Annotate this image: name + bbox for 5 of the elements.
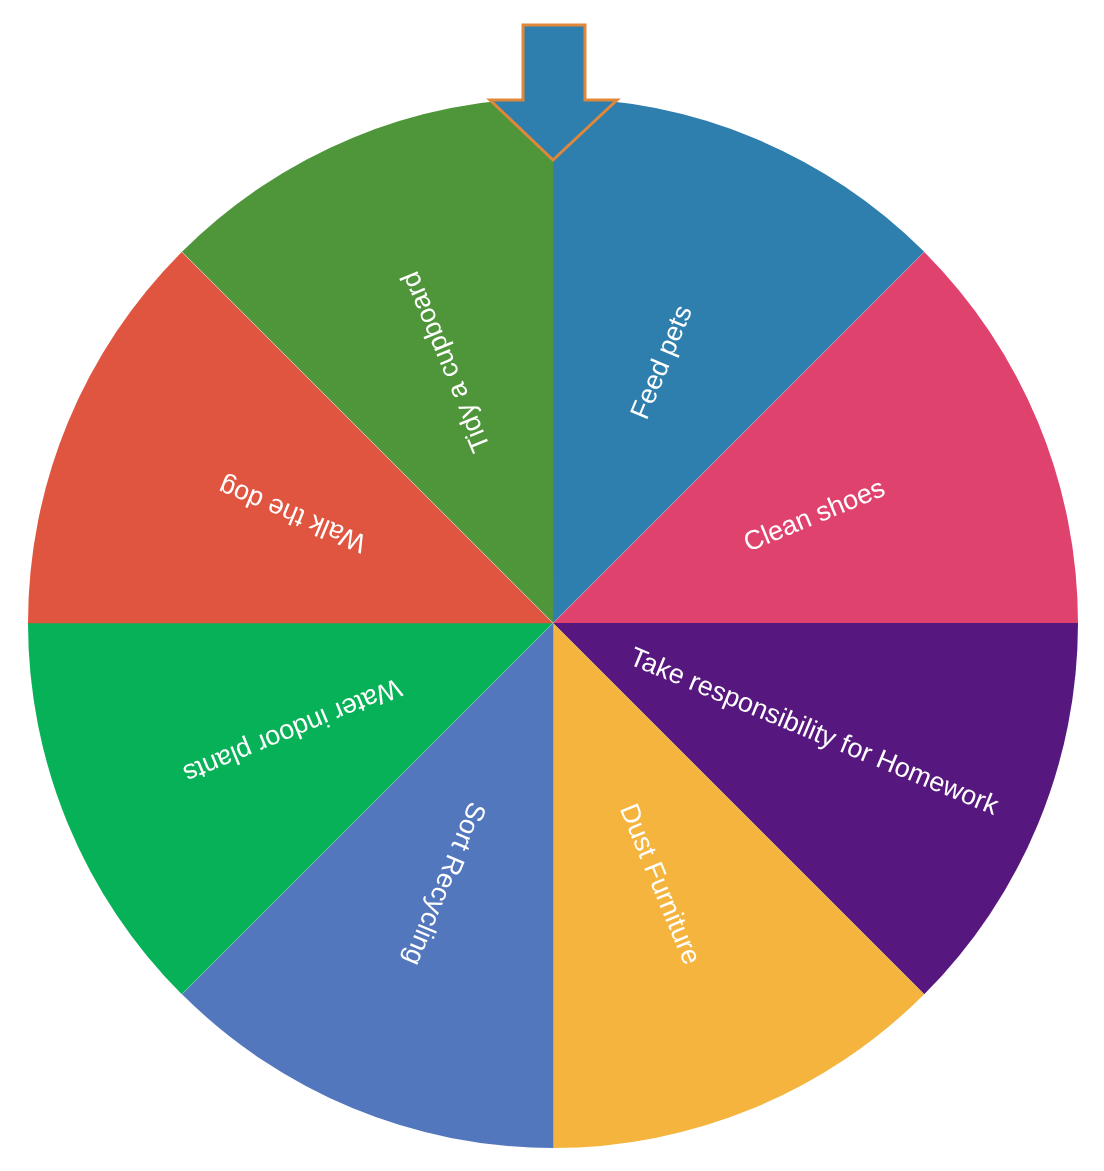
segment-label: Water indoor plants (178, 671, 407, 792)
segment-label: Walk the dog (213, 470, 372, 561)
segment-label: Feed pets (623, 300, 699, 425)
wheel-pointer (486, 23, 621, 163)
segment-label: Clean shoes (737, 471, 890, 560)
